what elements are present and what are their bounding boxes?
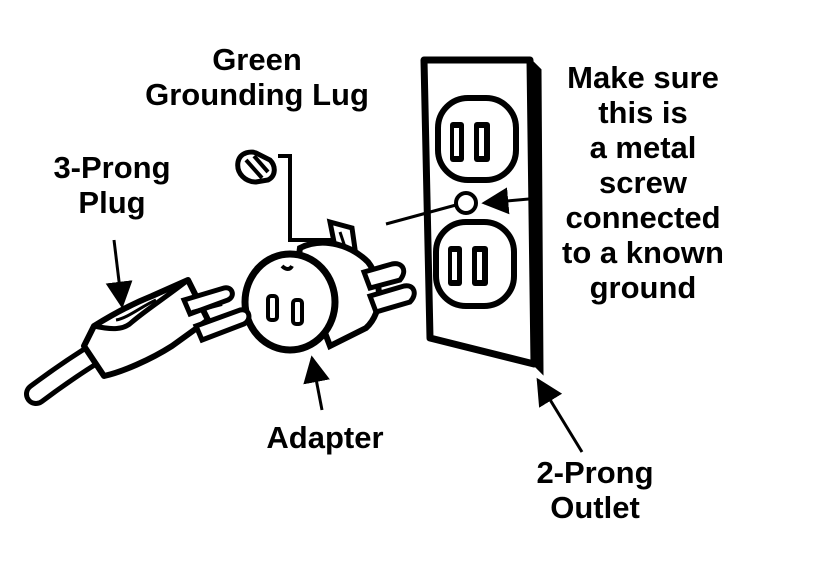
label-line: connected	[565, 200, 721, 235]
label-line: Adapter	[266, 420, 384, 455]
label-line: Grounding Lug	[145, 77, 369, 112]
label-line: Plug	[78, 185, 146, 220]
grounding-lug	[235, 149, 359, 260]
arrow-adapter	[303, 355, 330, 411]
label-three-prong-plug: 3-Prong Plug	[22, 150, 202, 220]
label-two-prong-outlet: 2-Prong Outlet	[495, 455, 695, 525]
label-line: a metal	[589, 130, 697, 165]
label-line: to a known	[562, 235, 724, 270]
label-line: Green	[212, 42, 302, 77]
label-line: 2-Prong	[536, 455, 654, 490]
screw-line	[385, 203, 457, 226]
label-line: Make sure	[567, 60, 719, 95]
arrow-plug	[105, 239, 133, 309]
label-line: 3-Prong	[53, 150, 171, 185]
outlet-plate	[420, 56, 544, 376]
arrow-screw	[481, 187, 541, 215]
label-line: this is	[598, 95, 688, 130]
metal-screw	[454, 191, 478, 215]
outlet-receptacle-bottom	[433, 219, 517, 309]
label-line: Outlet	[550, 490, 640, 525]
leader-lines	[105, 187, 584, 453]
label-make-sure-metal-screw: Make sure this is a metal screw connecte…	[538, 60, 748, 305]
three-prong-plug	[24, 277, 252, 406]
label-line: ground	[589, 270, 697, 305]
arrow-outlet	[536, 377, 584, 453]
label-line: screw	[599, 165, 687, 200]
label-green-grounding-lug: Green Grounding Lug	[112, 42, 402, 112]
outlet-receptacle-top	[435, 95, 519, 183]
adapter	[241, 239, 417, 354]
label-adapter: Adapter	[240, 420, 410, 455]
